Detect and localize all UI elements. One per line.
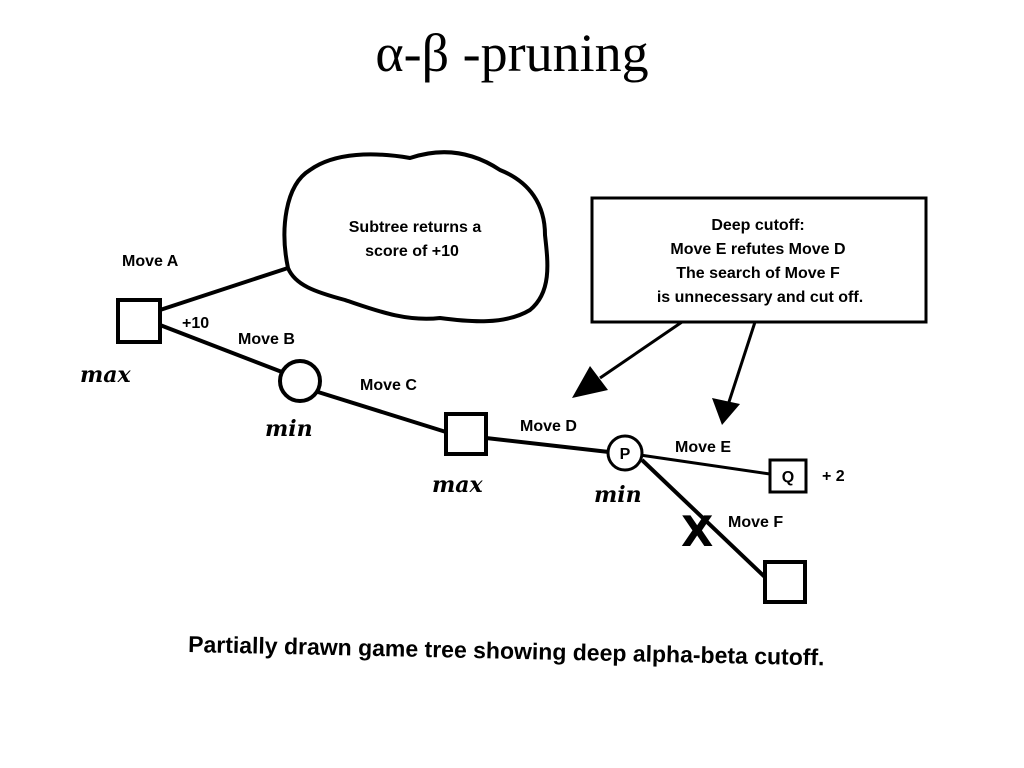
edge-move-a bbox=[159, 266, 289, 312]
deep-cutoff-callout bbox=[590, 196, 928, 324]
p-min-handwritten: min bbox=[594, 482, 642, 508]
max-node-c bbox=[444, 412, 488, 456]
subtree-cloud bbox=[282, 150, 550, 324]
node-q-label: Q bbox=[782, 469, 794, 486]
cutoff-x-mark: X bbox=[681, 507, 713, 556]
callout-arrowhead-to-q bbox=[712, 398, 740, 425]
edge-move-d bbox=[485, 436, 610, 454]
min-node-b bbox=[278, 359, 322, 403]
min-node-p bbox=[606, 434, 644, 472]
node-q bbox=[768, 458, 808, 494]
q-score: + 2 bbox=[822, 468, 845, 485]
callout-arrowhead-to-p bbox=[572, 366, 608, 398]
slide-title: α-β -pruning bbox=[375, 23, 649, 83]
root-max-handwritten: max bbox=[80, 362, 132, 388]
move-a-score: +10 bbox=[182, 315, 209, 332]
callout-line-1: Deep cutoff: bbox=[711, 217, 804, 234]
edge-move-e bbox=[639, 453, 771, 476]
callout-line-3: The search of Move F bbox=[676, 265, 840, 282]
move-e-label: Move E bbox=[675, 439, 731, 456]
b-min-handwritten: min bbox=[265, 416, 313, 442]
figure-caption: Partially drawn game tree showing deep a… bbox=[188, 631, 825, 670]
move-f-label: Move F bbox=[728, 514, 783, 531]
callout-arrow-to-q bbox=[726, 321, 757, 406]
move-c-label: Move C bbox=[360, 377, 417, 394]
edge-move-f bbox=[640, 458, 770, 582]
root-max-node bbox=[116, 298, 162, 344]
subtree-note-line-2: score of +10 bbox=[365, 243, 459, 260]
callout-line-4: is unnecessary and cut off. bbox=[657, 289, 863, 306]
edge-move-c bbox=[317, 390, 447, 434]
callout-arrow-to-p bbox=[599, 320, 683, 380]
subtree-note-line-1: Subtree returns a bbox=[349, 219, 482, 236]
move-b-label: Move B bbox=[238, 331, 295, 348]
move-a-label: Move A bbox=[122, 253, 179, 270]
edge-move-b bbox=[159, 323, 283, 374]
node-p-label: P bbox=[620, 446, 631, 463]
callout-line-2: Move E refutes Move D bbox=[670, 241, 845, 258]
pruned-node-f bbox=[763, 560, 807, 604]
c-max-handwritten: max bbox=[432, 472, 484, 498]
move-d-label: Move D bbox=[520, 418, 577, 435]
